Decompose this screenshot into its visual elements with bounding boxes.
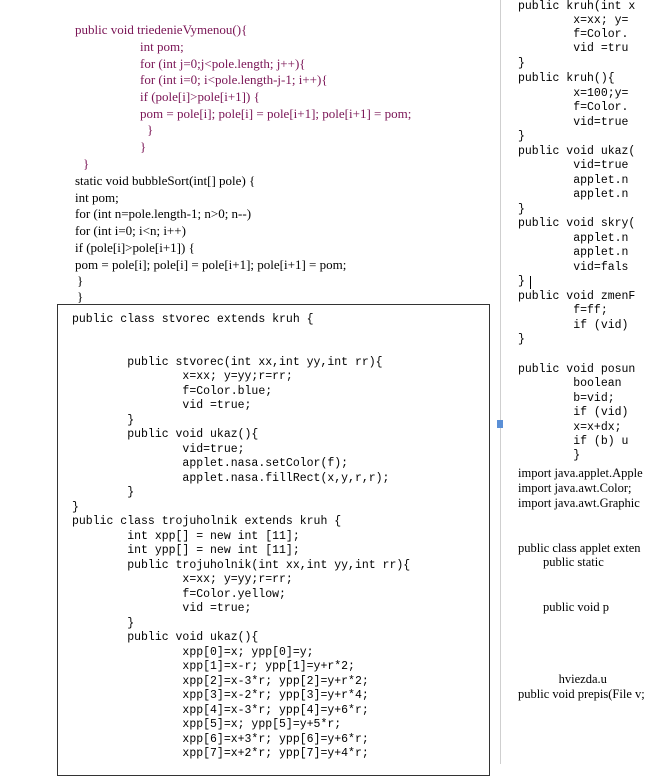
code-line: } (518, 333, 525, 346)
code-line: vid=true (518, 116, 629, 129)
code-line: xpp[3]=x-2*r; ypp[3]=y+r*4; (72, 689, 369, 702)
code-line: if (vid) (518, 319, 629, 332)
code-line: xpp[0]=x; ypp[0]=y; (72, 646, 314, 659)
right-page (510, 0, 646, 764)
code-line: public class stvorec extends kruh { (72, 313, 314, 326)
code-line: x=xx; y= (518, 14, 629, 27)
code-line: x=xx; y=yy;r=rr; (72, 573, 293, 586)
code-line: public void skry( (518, 217, 636, 230)
code-line: vid=true (518, 159, 629, 172)
code-line: vid =true; (72, 399, 252, 412)
code-line: xpp[6]=x+3*r; ypp[6]=y+6*r; (72, 733, 369, 746)
code-line: f=Color. (518, 101, 629, 114)
code-line: int pom; (140, 39, 184, 54)
code-line: vid =true; (72, 602, 252, 615)
code-line: xpp[5]=x; ypp[5]=y+5*r; (72, 718, 342, 731)
code-line: applet.nasa.setColor(f); (72, 457, 349, 470)
code-line: public kruh(){ (518, 72, 615, 85)
code-line: public void prepis(File v; (518, 687, 645, 701)
code-line: public void ukaz( (518, 145, 636, 158)
code-line: public void ukaz(){ (72, 428, 259, 441)
code-line: f=Color. (518, 28, 629, 41)
code-line: public void p (518, 600, 609, 614)
code-line: static void bubbleSort(int[] pole) { (75, 173, 256, 188)
code-line: } (518, 130, 525, 143)
code-line: public kruh(int x (518, 0, 636, 13)
code-line: vid=true; (72, 443, 245, 456)
code-line: for (int j=0;j<pole.length; j++){ (140, 56, 306, 71)
code-line: applet.n (518, 246, 629, 259)
code-line: if (vid) (518, 406, 629, 419)
code-line: } (140, 139, 147, 154)
code-line: public void ukaz(){ (72, 631, 259, 644)
page-divider (500, 0, 511, 764)
code-line: import java.awt.Color; (518, 481, 632, 495)
code-line: f=Color.blue; (72, 385, 273, 398)
code-line: import java.applet.Apple (518, 466, 643, 480)
code-line: xpp[1]=x-r; ypp[1]=y+r*2; (72, 660, 355, 673)
code-line: x=100;y= (518, 87, 629, 100)
code-line: b=vid; (518, 392, 615, 405)
code-line: int ypp[] = new int [11]; (72, 544, 300, 557)
code-line: pom = pole[i]; pole[i] = pole[i+1]; pole… (75, 257, 347, 272)
code-line: public static (518, 555, 604, 569)
code-line: int pom; (75, 190, 119, 205)
split-marker-icon[interactable] (497, 420, 503, 428)
code-line: public void zmenF (518, 290, 636, 303)
code-line: } (72, 617, 135, 630)
code-line: xpp[4]=x-3*r; ypp[4]=y+6*r; (72, 704, 369, 717)
code-line: f=ff; (518, 304, 608, 317)
code-line: boolean (518, 377, 629, 390)
code-line: } (77, 289, 84, 304)
code-line: for (int n=pole.length-1; n>0; n--) (75, 206, 252, 221)
code-line: } (518, 203, 525, 216)
code-line: public trojuholnik(int xx,int yy,int rr)… (72, 559, 411, 572)
code-line: public void posun (518, 363, 636, 376)
code-line: applet.n (518, 174, 629, 187)
code-line: hviezda.u (518, 672, 607, 686)
code-line: if (pole[i]>pole[i+1]) { (140, 89, 260, 104)
code-line: applet.n (518, 232, 629, 245)
code-line: xpp[2]=x-3*r; ypp[2]=y+r*2; (72, 675, 369, 688)
code-line: public class trojuholnik extends kruh { (72, 515, 342, 528)
code-line: vid =tru (518, 42, 629, 55)
code-line: } (72, 414, 135, 427)
code-line: import java.awt.Graphic (518, 496, 640, 510)
code-line: public void triedenieVymenou(){ (75, 22, 248, 37)
code-line: } (77, 273, 84, 288)
code-line: xpp[7]=x+2*r; ypp[7]=y+4*r; (72, 747, 369, 760)
text-cursor (530, 276, 531, 289)
code-line: for (int i=0; i<n; i++) (75, 223, 186, 238)
code-line: int xpp[] = new int [11]; (72, 530, 300, 543)
code-line: x=xx; y=yy;r=rr; (72, 370, 293, 383)
code-line: } (518, 275, 525, 288)
code-line: } (72, 486, 135, 499)
code-line: } (518, 449, 581, 462)
code-line: pom = pole[i]; pole[i] = pole[i+1]; pole… (140, 106, 412, 121)
code-line: for (int i=0; i<pole.length-j-1; i++){ (140, 72, 328, 87)
code-text-box[interactable] (57, 304, 490, 776)
code-line: } (72, 501, 79, 514)
code-line: } (83, 156, 90, 171)
code-line: x=x+dx; (518, 421, 629, 434)
code-line: if (b) u (518, 435, 629, 448)
code-line: public class applet exten (518, 541, 641, 555)
code-line: if (pole[i]>pole[i+1]) { (75, 240, 195, 255)
code-line: applet.n (518, 188, 629, 201)
code-line: public stvorec(int xx,int yy,int rr){ (72, 356, 383, 369)
code-line: } (518, 57, 525, 70)
code-line: vid=fals (518, 261, 629, 274)
code-line: applet.nasa.fillRect(x,y,r,r); (72, 472, 390, 485)
code-line: f=Color.yellow; (72, 588, 286, 601)
code-line: } (147, 122, 154, 137)
